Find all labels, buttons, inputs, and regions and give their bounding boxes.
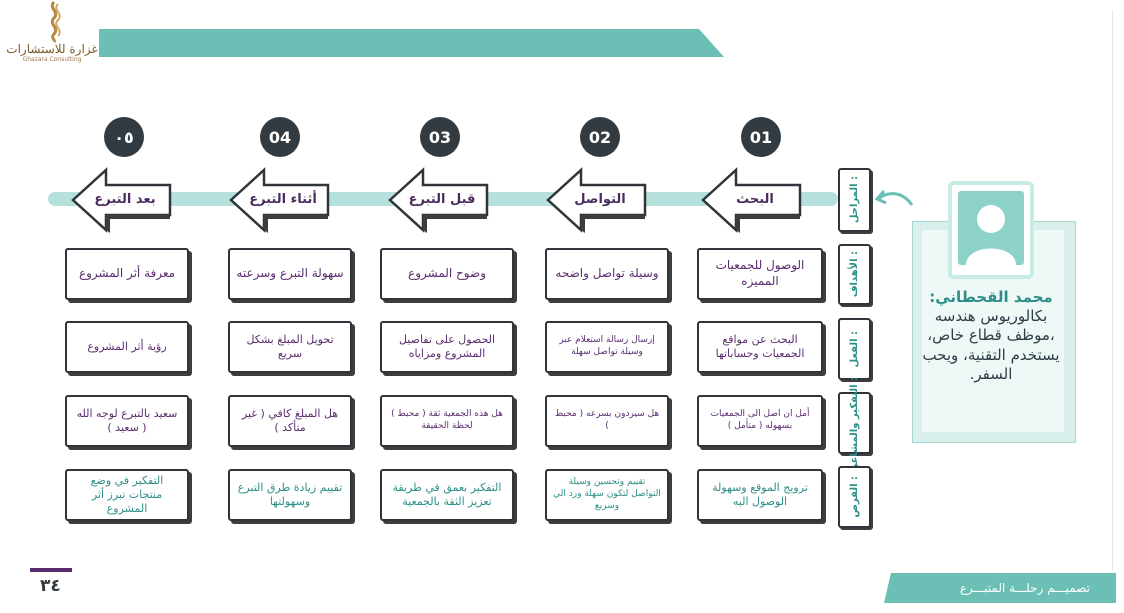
- avatar: [958, 191, 1024, 265]
- action-card-2: إرسال رسالة استعلام عبر وسيلة تواصل سهلة: [545, 321, 669, 373]
- stage-arrow-3: [388, 167, 489, 233]
- persona-description: بكالوريوس هندسه ،موظف قطاع خاص، يستخدم ا…: [922, 307, 1060, 383]
- stage-arrow-4: [229, 167, 330, 233]
- thinking-card-5: سعيد بالتبرع لوجه الله ( سعيد ): [65, 395, 189, 447]
- row-label-goals: الأهداف :: [838, 244, 871, 305]
- stage-label-2: التواصل: [574, 191, 626, 207]
- stage-label-3: قبل التبرع: [408, 191, 476, 207]
- row-label-stages: المراحل :: [838, 168, 871, 232]
- action-card-5: رؤية أثر المشروع: [65, 321, 189, 373]
- user-silhouette-icon: [966, 205, 1016, 265]
- thinking-card-2: هل سيردون بسرعه ( محبط ): [545, 395, 669, 447]
- step-badge-4: 04: [260, 117, 300, 157]
- page-edge-line: [1112, 10, 1113, 570]
- brand-name-english: Ghazara Consulting: [22, 56, 82, 63]
- row-label-opportunities: الفرص :: [838, 466, 871, 528]
- step-badge-3: 03: [420, 117, 460, 157]
- opportunity-card-2: تقييم وتحسين وسيلة التواصل لتكون سهلة ور…: [545, 469, 669, 521]
- persona-text: محمد القحطاني: بكالوريوس هندسه ،موظف قطا…: [916, 288, 1066, 384]
- opportunity-card-1: ترويج الموقع وسهولة الوصول اليه: [697, 469, 823, 521]
- stage-label-4: أثناء التبرع: [249, 191, 317, 207]
- opportunity-card-5: التفكير في وضع منتجات تبرز أثر المشروع: [65, 469, 189, 521]
- page-number: ٣٤: [40, 576, 61, 596]
- page-number-underline: [30, 568, 72, 572]
- pointer-arrow-icon: [874, 190, 914, 206]
- row-label-thinking: التفكير والمشاعر :: [838, 377, 871, 469]
- action-card-1: البحث عن مواقع الجمعيات وحساباتها: [697, 321, 823, 373]
- goal-card-1: الوصول للجمعيات المميزه: [697, 248, 823, 300]
- thinking-card-4: هل المبلغ كافي ( غير متأكد ): [228, 395, 352, 447]
- goal-card-5: معرفة أثر المشروع: [65, 248, 189, 300]
- persona-name: محمد القحطاني:: [929, 288, 1053, 306]
- opportunity-card-3: التفكير بعمق في طريقة تعزيز الثقة بالجمع…: [380, 469, 514, 521]
- opportunity-card-4: تقييم زيادة طرق التبرع وسهولتها: [228, 469, 352, 521]
- stage-arrow-2: [546, 167, 647, 233]
- footer-bar: [884, 573, 1116, 603]
- goal-card-2: وسيلة تواصل واضحه: [545, 248, 669, 300]
- action-card-3: الحصول على تفاصيل المشروع ومزاياه: [380, 321, 514, 373]
- row-label-action: الفعل :: [838, 318, 871, 380]
- step-badge-5: ٠٥: [104, 117, 144, 157]
- goal-card-4: سهولة التبرع وسرعته: [228, 248, 352, 300]
- goal-card-3: وضوح المشروع: [380, 248, 514, 300]
- thinking-card-1: أمل ان اصل الى الجمعيات بسهوله ( متأمل ): [697, 395, 823, 447]
- thinking-card-3: هل هذه الجمعية ثقة ( محبط ) لحظة الحقيقة: [380, 395, 514, 447]
- header-bar: [99, 29, 724, 57]
- step-badge-1: 01: [741, 117, 781, 157]
- stage-arrow-1: [701, 167, 802, 233]
- stage-label-1: البحث: [736, 191, 774, 207]
- footer-title: تصميـــم رحلـــة المتبـــرع: [959, 581, 1090, 595]
- brand-logo: [50, 0, 61, 44]
- action-card-4: تحويل المبلغ بشكل سريع: [228, 321, 352, 373]
- step-badge-2: 02: [580, 117, 620, 157]
- stage-label-5: بعد التبرع: [94, 191, 156, 207]
- stage-arrow-5: [71, 167, 172, 233]
- brand-name-arabic: غزارة للاستشارات: [6, 42, 98, 56]
